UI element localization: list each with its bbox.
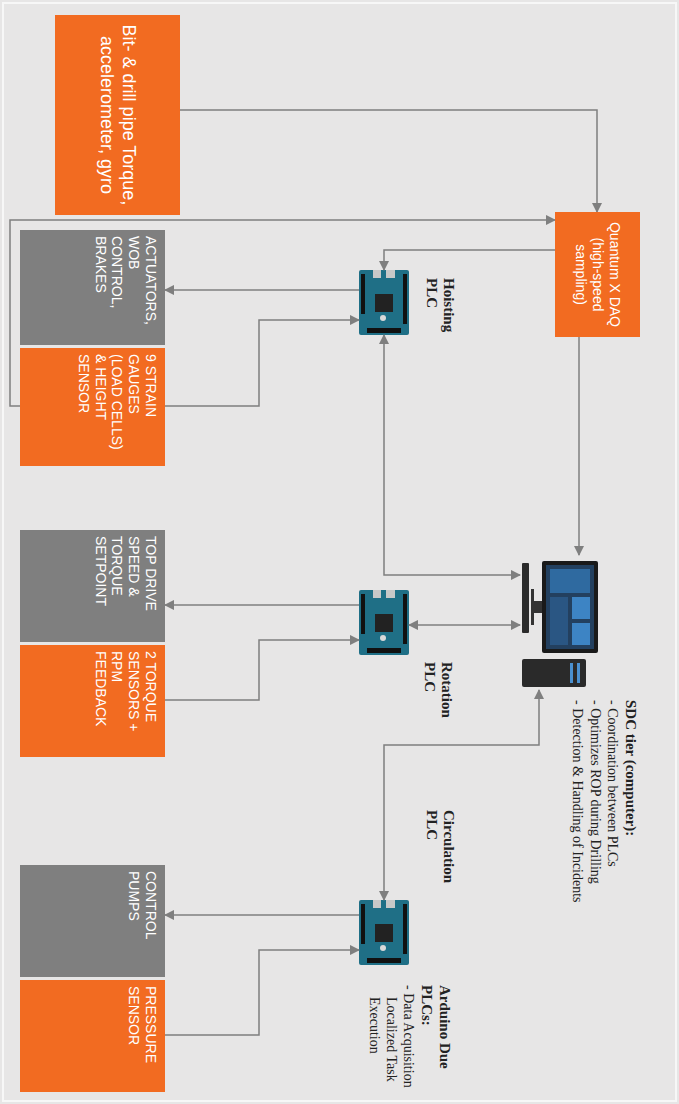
actuator-box: CONTROL PUMPS <box>20 865 165 977</box>
signal-connector <box>578 337 580 555</box>
signal-connector <box>165 914 359 916</box>
signal-connector <box>384 690 539 900</box>
plc-board: Circulation PLC <box>359 900 409 965</box>
box-text-group: CONTROL PUMPS <box>125 871 159 971</box>
sdc-bullet: - Optimizes ROP during Drilling <box>586 700 604 960</box>
plc-label: Hoisting PLC <box>423 278 458 350</box>
plc-label: Circulation PLC <box>423 810 458 898</box>
sensor-box: PRESSURE SENSOR <box>20 980 165 1092</box>
sensor-box: 9 STRAIN GAUGES (LOAD CELLS) & HEIGHT SE… <box>20 348 165 466</box>
computer-picture <box>522 561 598 687</box>
box-label: Quantum X DAQ (high-speed sampling) <box>572 218 622 331</box>
sensor-box: Bit- & drill pipe Torque, accelerometer,… <box>55 15 180 215</box>
plc-label: Rotation PLC <box>421 662 456 732</box>
board-picture <box>359 270 409 335</box>
signal-connector <box>165 640 359 700</box>
note-heading: Arduino Due PLCs: <box>418 985 454 1090</box>
plc-board: Rotation PLC <box>359 590 409 655</box>
actuator-box: TOP DRIVE SPEED & TORQUE SETPOINT <box>20 530 165 642</box>
signal-connector <box>165 950 359 1035</box>
box-text-group: Quantum X DAQ (high-speed sampling) <box>572 218 622 331</box>
signal-connector <box>384 335 520 575</box>
box-text-group: TOP DRIVE SPEED & TORQUE SETPOINT <box>92 536 159 636</box>
box-label: 9 STRAIN GAUGES (LOAD CELLS) & HEIGHT SE… <box>75 354 159 460</box>
box-label: PRESSURE SENSOR <box>125 986 159 1086</box>
box-label: CONTROL PUMPS <box>125 871 159 971</box>
board-picture <box>359 900 409 965</box>
plc-board: Hoisting PLC <box>359 270 409 335</box>
signal-connector <box>409 624 520 626</box>
box-label: 2 TORQUE SENSORS + RPM FEEDBACK <box>92 651 159 751</box>
actuator-box: ACTUATORS, WOB CONTROL, BRAKES <box>20 230 165 345</box>
box-text-group: 9 STRAIN GAUGES (LOAD CELLS) & HEIGHT SE… <box>75 354 159 460</box>
board-picture <box>359 590 409 655</box>
sdc-text-block: SDC tier (computer):- Coordination betwe… <box>569 700 640 960</box>
computer-node: SDC tier (computer):- Coordination betwe… <box>520 555 600 690</box>
signal-connector <box>165 289 359 291</box>
box-label: TOP DRIVE SPEED & TORQUE SETPOINT <box>92 536 159 636</box>
signal-connector <box>165 604 359 606</box>
frame <box>3 3 676 1101</box>
box-label: ACTUATORS, WOB CONTROL, BRAKES <box>92 236 159 339</box>
signal-connector <box>384 250 555 270</box>
sdc-bullet: - Coordination between PLCs <box>604 700 622 960</box>
box-label: Bit- & drill pipe Torque, accelerometer,… <box>96 23 139 207</box>
sensor-box: 2 TORQUE SENSORS + RPM FEEDBACK <box>20 645 165 757</box>
box-text-group: Bit- & drill pipe Torque, accelerometer,… <box>96 23 139 207</box>
box-text-group: 2 TORQUE SENSORS + RPM FEEDBACK <box>92 651 159 751</box>
signal-connector <box>180 110 597 212</box>
sdc-heading: SDC tier (computer): <box>621 700 640 960</box>
note-bullet: - Data Acquisition Localized Task Execut… <box>366 985 416 1102</box>
sdc-bullet: - Detection & Handling of Incidents <box>569 700 587 960</box>
box-text-group: ACTUATORS, WOB CONTROL, BRAKES <box>92 236 159 339</box>
signal-connector <box>165 320 359 406</box>
box-text-group: PRESSURE SENSOR <box>125 986 159 1086</box>
daq-box: Quantum X DAQ (high-speed sampling) <box>555 212 640 337</box>
